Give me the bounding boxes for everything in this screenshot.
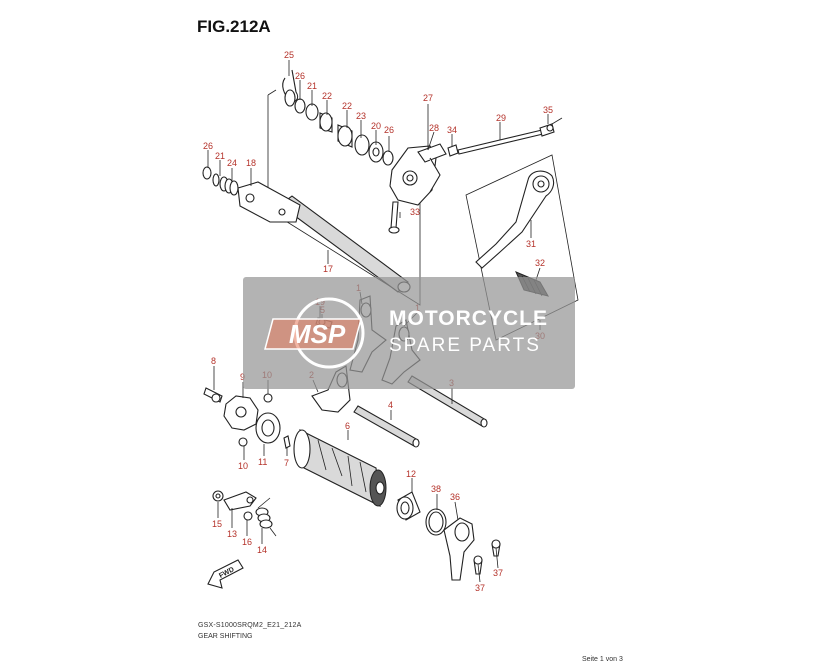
callout-22: 22 bbox=[322, 91, 332, 101]
logo-text: MSP bbox=[289, 319, 346, 349]
bolt bbox=[390, 201, 399, 229]
washer bbox=[202, 166, 212, 180]
callout-38: 38 bbox=[431, 484, 441, 494]
shift-lever-housing bbox=[388, 143, 459, 234]
callout-9: 9 bbox=[240, 372, 245, 382]
callout-15: 15 bbox=[212, 519, 222, 529]
callout-18: 18 bbox=[246, 158, 256, 168]
callout-21: 21 bbox=[307, 81, 317, 91]
callout-33: 33 bbox=[410, 207, 420, 217]
callout-36: 36 bbox=[450, 492, 460, 502]
return-spring bbox=[219, 176, 239, 196]
callout-11: 11 bbox=[258, 457, 267, 467]
model-code: GSX-S1000SRQM2_E21_212A bbox=[198, 622, 302, 629]
figure-caption: GEAR SHIFTING bbox=[198, 633, 253, 640]
gearshift-rod bbox=[457, 129, 544, 155]
callout-29: 29 bbox=[496, 113, 506, 123]
stopper-spring bbox=[255, 497, 277, 537]
callout-27: 27 bbox=[423, 93, 433, 103]
stopper-lever bbox=[223, 491, 257, 511]
callout-37: 37 bbox=[493, 568, 503, 578]
callout-20: 20 bbox=[371, 121, 381, 131]
gearshift-stopper bbox=[212, 490, 277, 537]
callout-34: 34 bbox=[447, 125, 457, 135]
callout-4: 4 bbox=[388, 400, 393, 410]
shift-shaft-assembly bbox=[202, 69, 421, 306]
watermark-line-1: MOTORCYCLE bbox=[389, 307, 548, 330]
callout-24: 24 bbox=[227, 158, 237, 168]
gearshift-cam-assembly bbox=[203, 387, 387, 507]
callout-26: 26 bbox=[203, 141, 213, 151]
callout-14: 14 bbox=[257, 545, 267, 555]
forward-direction-arrow: FWD bbox=[207, 559, 244, 589]
callout-28: 28 bbox=[429, 123, 439, 133]
callout-26: 26 bbox=[384, 125, 394, 135]
callout-31: 31 bbox=[526, 239, 536, 249]
callout-26: 26 bbox=[295, 71, 305, 81]
callout-23: 23 bbox=[356, 111, 366, 121]
callout-37: 37 bbox=[475, 583, 485, 593]
watermark-line-2: SPARE PARTS bbox=[389, 335, 541, 356]
nut bbox=[447, 144, 459, 157]
watermark-banner: MSP MOTORCYCLE SPARE PARTS bbox=[243, 277, 575, 389]
gearshift-cam bbox=[293, 429, 387, 507]
callout-16: 16 bbox=[242, 537, 252, 547]
callout-13: 13 bbox=[227, 529, 237, 539]
callout-21: 21 bbox=[215, 151, 225, 161]
callout-22: 22 bbox=[342, 101, 352, 111]
cam-end-assembly bbox=[396, 491, 501, 581]
callout-10: 10 bbox=[238, 461, 248, 471]
callout-17: 17 bbox=[323, 264, 333, 274]
washer bbox=[212, 173, 220, 187]
callout-25: 25 bbox=[284, 50, 294, 60]
fork-shaft bbox=[353, 405, 419, 447]
callout-6: 6 bbox=[345, 421, 350, 431]
shift-shaft-arm bbox=[237, 181, 301, 223]
callout-7: 7 bbox=[284, 458, 289, 468]
callout-35: 35 bbox=[543, 105, 553, 115]
callout-12: 12 bbox=[406, 469, 416, 479]
msp-logo-icon: MSP bbox=[264, 297, 365, 369]
page-indicator: Seite 1 von 3 bbox=[582, 656, 623, 663]
leader-lines bbox=[207, 60, 549, 583]
figure-title: FIG.212A bbox=[197, 17, 271, 36]
callout-32: 32 bbox=[535, 258, 545, 268]
gearshift-lever bbox=[475, 170, 555, 269]
callout-8: 8 bbox=[211, 356, 216, 366]
